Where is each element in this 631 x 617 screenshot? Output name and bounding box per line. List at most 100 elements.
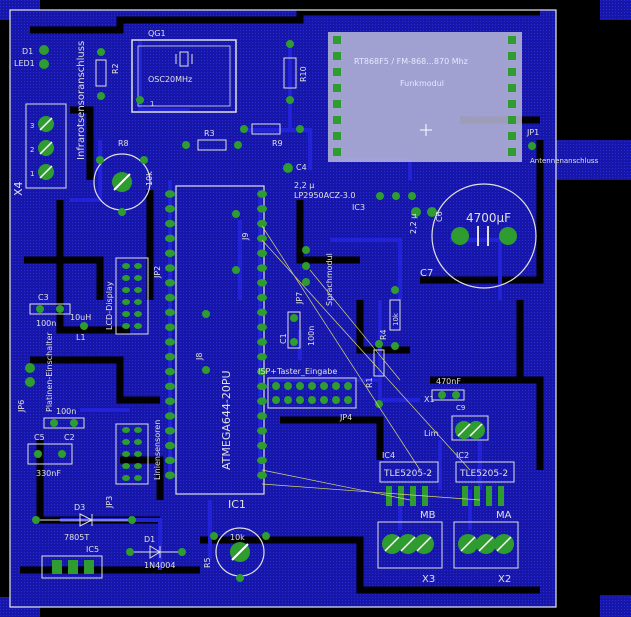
- r2-label: R2: [111, 63, 120, 74]
- pad: [296, 382, 304, 390]
- pot-label: 10k: [230, 533, 245, 542]
- c3-body: [29, 303, 71, 315]
- c9-label: C9: [456, 404, 465, 412]
- pad: [320, 396, 328, 404]
- r8-label: R8: [118, 139, 129, 148]
- pad: [257, 264, 267, 272]
- jp6-pad: [25, 363, 35, 373]
- pad: [122, 287, 130, 293]
- l1-val: 10uH: [70, 313, 91, 322]
- r2-body: [95, 59, 107, 87]
- jp1-label: JP1: [526, 128, 539, 137]
- led1-label: LED1: [14, 59, 35, 68]
- pad: [165, 471, 175, 479]
- airwires: [261, 225, 481, 501]
- jp1-pad: [528, 142, 536, 150]
- c3-label: C3: [38, 293, 49, 302]
- c4-label: C4: [296, 163, 307, 172]
- pad: [257, 367, 267, 376]
- j8-label: J8: [195, 353, 204, 361]
- l1-pad: [80, 322, 88, 330]
- pad: [296, 396, 304, 404]
- pad: [122, 299, 130, 305]
- jp4-label: JP4: [339, 413, 352, 422]
- pad: [165, 293, 175, 302]
- x4-pin2: 2: [30, 146, 34, 154]
- c7-label: C7: [420, 268, 433, 279]
- pad: [122, 311, 130, 317]
- jp2-lcd-header: JP2 LCD-Display: [105, 257, 162, 335]
- d1-diode: D1 1N4004: [126, 535, 186, 570]
- pad: [134, 439, 142, 445]
- c7-capacitor: 4700µF C7: [420, 183, 537, 289]
- pad: [165, 234, 175, 243]
- j9-label: J9: [241, 233, 250, 241]
- x4-pin3: 3: [30, 122, 34, 130]
- pad: [165, 338, 175, 346]
- lim-connector: Lim: [424, 415, 489, 441]
- x4-connector: 3 2 1 X4: [12, 103, 67, 196]
- pad: [165, 412, 175, 420]
- atmega-ic1: ATMEGA644-20PU IC1: [165, 185, 267, 511]
- x4-label: X4: [12, 181, 25, 196]
- funk-title: RT868F5 / FM-868...870 Mhz: [354, 57, 468, 66]
- x2-terminal: MA X2: [453, 510, 519, 585]
- pad: [122, 451, 130, 457]
- pad: [134, 311, 142, 317]
- lcd-label: LCD-Display: [105, 281, 114, 330]
- tle1-label: TLE5205-2: [383, 469, 432, 479]
- pad: [344, 382, 352, 390]
- pad: [272, 396, 280, 404]
- pad: [284, 382, 292, 390]
- jp4-isp-header: ISP+Taster_Eingabe JP4: [258, 367, 357, 422]
- pad: [257, 338, 267, 346]
- pad: [134, 263, 142, 269]
- x4-pin1: 1: [30, 170, 34, 178]
- pad: [122, 263, 130, 269]
- c1-body: [287, 311, 301, 349]
- r4-val: 10k: [392, 312, 400, 326]
- r10-label: R10: [299, 66, 308, 82]
- jp7-label: JP7: [295, 292, 304, 305]
- pad: [165, 279, 175, 287]
- sprach-label: Sprachmodul: [325, 253, 334, 306]
- jp6-label: JP6: [17, 400, 26, 413]
- pad: [165, 353, 175, 361]
- pad: [257, 190, 267, 198]
- c4-pad: [283, 163, 293, 173]
- pad: [308, 396, 316, 404]
- ic2-label: IC2: [456, 451, 469, 460]
- pad: [134, 299, 142, 305]
- board-outline: [9, 9, 557, 608]
- c2-val: 100n: [56, 407, 76, 416]
- pad: [165, 219, 175, 228]
- ma-label: MA: [496, 510, 512, 521]
- c6-val: 2,2 µ: [409, 214, 418, 234]
- c5-val: 330nF: [36, 469, 61, 478]
- pad: [134, 427, 142, 433]
- qg1-label: QG1: [148, 29, 166, 38]
- ic4-label: IC4: [382, 451, 395, 460]
- r9-label: R9: [272, 139, 283, 148]
- r10-body: [283, 57, 297, 89]
- pad: [165, 323, 175, 331]
- r3-label: R3: [204, 129, 215, 138]
- pad: [165, 397, 175, 405]
- pad: [122, 439, 130, 445]
- isolation-gaps: [20, 8, 544, 594]
- c470-body: [431, 389, 465, 401]
- pad: [165, 205, 175, 213]
- pad: [165, 367, 175, 376]
- r1-body: [373, 349, 385, 377]
- linien-label: Liniensensoren: [153, 420, 162, 480]
- pad: [165, 441, 175, 450]
- pad: [122, 463, 130, 469]
- c5-label: C5: [34, 433, 45, 442]
- pad: [122, 323, 130, 329]
- x3-label: X3: [422, 574, 435, 585]
- r8-potentiometer: R8 10k: [93, 139, 154, 216]
- jp3-header: Liniensensoren JP3: [105, 420, 162, 509]
- pad: [165, 308, 175, 317]
- pad: [257, 205, 267, 213]
- l1-label: L1: [76, 333, 86, 342]
